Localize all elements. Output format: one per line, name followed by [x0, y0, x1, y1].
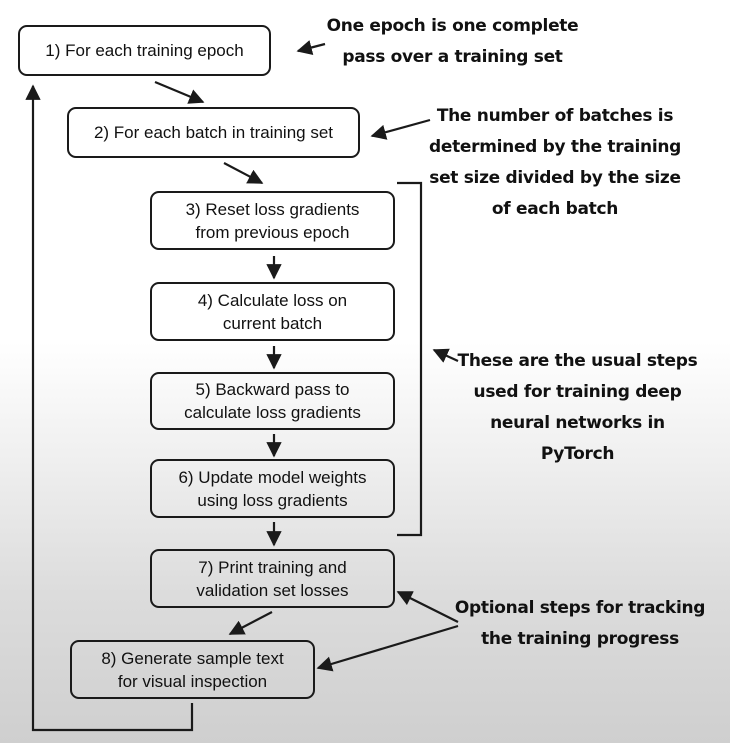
arrow-step1-to-step2	[154, 80, 205, 104]
bracket-usual-steps	[397, 181, 423, 537]
step-2-box: 2) For each batch in training set	[67, 107, 360, 158]
step-5-box: 5) Backward pass to calculate loss gradi…	[150, 372, 395, 430]
pointer-optional-to-step7	[396, 591, 459, 623]
note-usual-steps: These are the usual steps used for train…	[457, 351, 698, 464]
step-3-box: 3) Reset loss gradients from previous ep…	[150, 191, 395, 250]
arrow-step7-to-step8	[228, 611, 273, 635]
note-optional-steps: Optional steps for tracking the training…	[454, 598, 706, 649]
step-7-box: 7) Print training and validation set los…	[150, 549, 395, 608]
note-batches: The number of batches is determined by t…	[428, 106, 682, 219]
step-6-box: 6) Update model weights using loss gradi…	[150, 459, 395, 518]
step-4-box: 4) Calculate loss on current batch	[150, 282, 395, 341]
note-epoch: One epoch is one complete pass over a tr…	[326, 16, 579, 67]
arrow-step2-to-step3	[223, 162, 264, 184]
step-1-box: 1) For each training epoch	[18, 25, 271, 76]
step-8-box: 8) Generate sample text for visual inspe…	[70, 640, 315, 699]
pointer-optional-to-step8	[316, 624, 459, 672]
pointer-batches-note	[370, 118, 431, 140]
